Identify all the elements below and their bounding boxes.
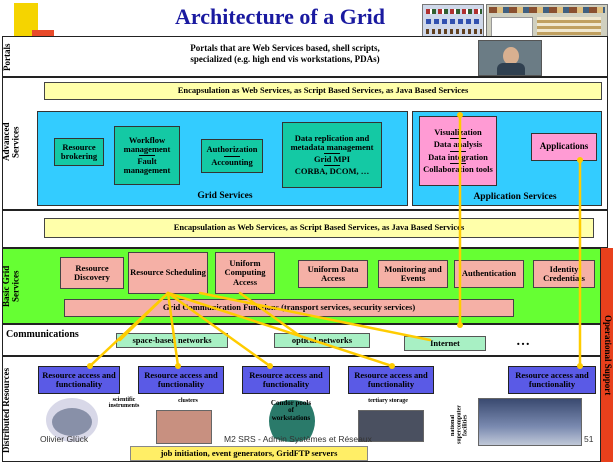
monitoring-box: Monitoring and Events (378, 260, 448, 288)
visualization-label: Visualization (434, 127, 482, 138)
accounting-label: Accounting (211, 156, 253, 167)
authorization-label: Authorization (206, 144, 258, 155)
tertiary-image (358, 410, 424, 442)
scientific-label: scientific instruments (108, 397, 140, 410)
grid-mpi-divider (324, 165, 340, 167)
resource-box-3: Resource access and functionality (242, 366, 330, 394)
corba-label: CORBA, DCOM, … (294, 166, 370, 177)
uniform-data-box: Uniform Data Access (298, 260, 368, 288)
portals-text-2: specialized (e.g. high end vis workstati… (190, 54, 380, 65)
optical-networks-box: optical networks (274, 333, 370, 348)
encapsulation-mid: Encapsulation as Web Services, as Script… (44, 218, 594, 238)
screenshot-mosaic (422, 4, 484, 38)
resource-box-2: Resource access and functionality (138, 366, 224, 394)
workflow-label: Workflow management (123, 134, 171, 154)
operational-support-bar (601, 248, 613, 462)
supercomputer-image (478, 398, 582, 446)
analysis-box: Visualization Data analysis Data integra… (419, 116, 497, 186)
data-replication-label: Data replication and metadata management (290, 132, 374, 152)
uniform-computing-box: Uniform Computing Access (215, 252, 275, 294)
authorization-box: Authorization Accounting (201, 139, 263, 173)
data-integration-divider (450, 162, 466, 164)
identity-box: Identity Credentials (533, 260, 595, 288)
data-replication-box: Data replication and metadata management… (282, 122, 382, 188)
label-operational: Operational Support (603, 314, 613, 396)
internet-box: Internet (404, 336, 486, 351)
authorization-divider (224, 155, 240, 157)
resource-box-1: Resource access and functionality (38, 366, 120, 394)
visualization-divider (450, 138, 466, 140)
page-title: Architecture of a Grid (175, 4, 385, 30)
person-photo (478, 40, 542, 76)
screenshot-app (486, 4, 608, 40)
job-initiation-box: job initiation, event generators, GridFT… (130, 446, 368, 461)
condor-image (264, 396, 320, 446)
fault-label: Fault management (123, 156, 171, 176)
resource-brokering-box: Resource brokering (54, 138, 104, 166)
footer-author: Olivier Glück (40, 434, 89, 444)
encapsulation-top: Encapsulation as Web Services, as Script… (44, 82, 602, 100)
instrument-image (46, 398, 98, 442)
condor-label: Condor pools of workstations (270, 399, 312, 422)
label-portals: Portals (2, 43, 12, 71)
resource-discovery-box: Resource Discovery (60, 257, 124, 289)
data-replication-divider (324, 153, 340, 154)
application-services-label: Application Services (473, 192, 557, 203)
data-analysis-divider (450, 150, 466, 152)
label-basic: Basic Grid Services (1, 265, 21, 307)
workflow-box: Workflow management Fault management (114, 126, 180, 185)
data-analysis-label: Data analysis (433, 139, 483, 150)
comm-ellipsis: … (516, 334, 530, 350)
label-advanced: Advanced Services (1, 122, 21, 162)
tertiary-label: tertiary storage (368, 398, 408, 404)
collaboration-label: Collaboration tools (423, 163, 493, 174)
footer-course: M2 SRS - Admin Systèmes et Réseaux (224, 434, 372, 444)
grid-services-label: Grid Services (197, 191, 253, 202)
portals-text-1: Portals that are Web Services based, she… (190, 43, 380, 54)
resource-scheduling-box: Resource Scheduling (128, 252, 208, 294)
data-integration-label: Data integration (428, 151, 488, 162)
clusters-image (156, 410, 212, 444)
grid-communication-functions: Grid Communication Functions (transport … (64, 299, 514, 317)
authentication-box: Authentication (454, 260, 524, 288)
resource-box-4: Resource access and functionality (348, 366, 434, 394)
workflow-divider (139, 155, 155, 156)
resource-box-5: Resource access and functionality (508, 366, 596, 394)
space-networks-box: space-based networks (116, 333, 228, 348)
label-communications: Communications (6, 328, 79, 340)
label-distributed: Distributed Resources (1, 367, 11, 453)
applications-box: Applications (531, 133, 597, 161)
footer-page: 51 (584, 434, 594, 444)
grid-mpi-label: Grid MPI (313, 154, 351, 164)
clusters-label: clusters (178, 398, 198, 404)
